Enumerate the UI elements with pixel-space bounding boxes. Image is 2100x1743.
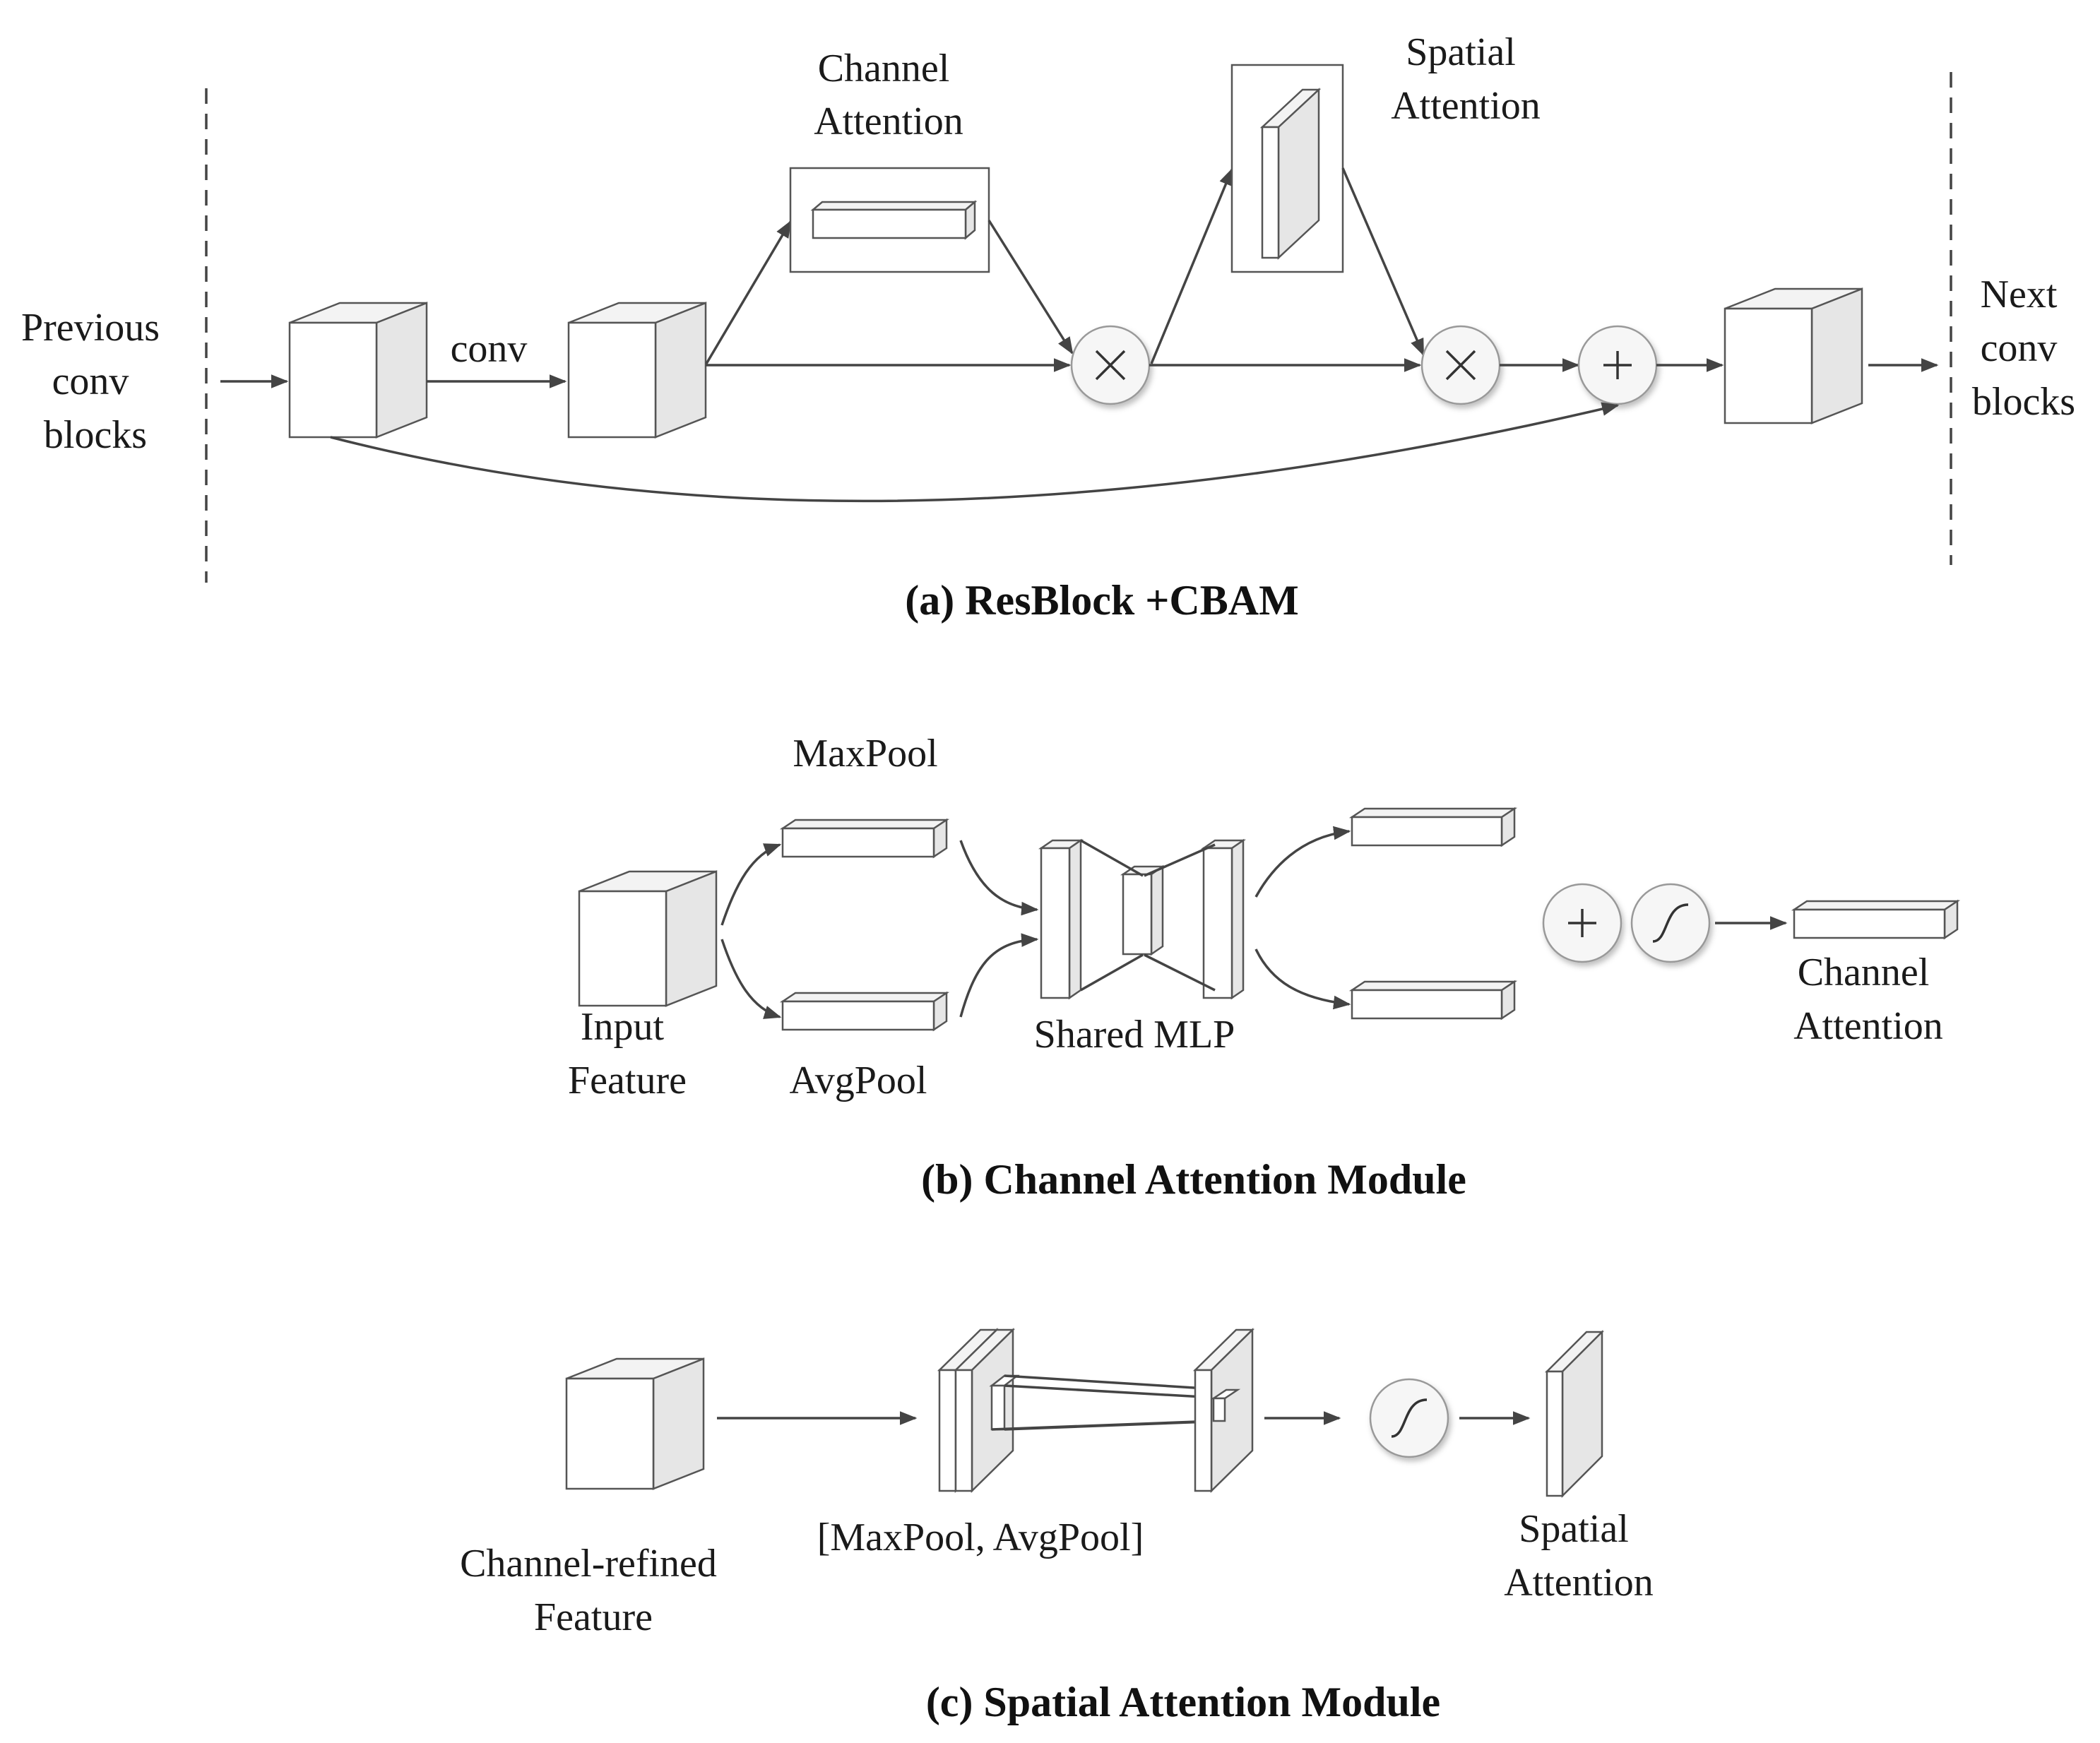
- spatial-attention-label: Spatial Attention: [1391, 30, 1541, 128]
- conv-label: conv: [451, 327, 528, 371]
- mlp-to-top-output-arrow: [1254, 826, 1351, 898]
- to-spatial-attention-arrow: [1150, 167, 1233, 364]
- panel-a: Previous conv blocks conv: [21, 30, 2075, 624]
- pooled-feature-maps: [937, 1328, 1020, 1493]
- spatial-attention-output-label: Spatial Attention: [1504, 1507, 1654, 1605]
- spatial-attention-map: [1544, 1329, 1605, 1499]
- residual-skip-arrow: [330, 402, 1620, 503]
- channel-attention-box: [789, 167, 990, 273]
- channel-refined-feature-label: Channel-refined Feature: [460, 1542, 727, 1639]
- channel-attention-output-label: Channel Attention: [1793, 951, 1943, 1048]
- mlp-output-vector-bottom: [1348, 980, 1518, 1021]
- multiply-icon: [1420, 325, 1501, 405]
- concat-pool-label: [MaxPool, AvgPool]: [817, 1516, 1144, 1559]
- output-feature-cube: [1724, 287, 1863, 424]
- shared-mlp: [1038, 838, 1247, 1000]
- spatial-attention-out-arrow: [1341, 167, 1425, 357]
- sigmoid-icon: [1630, 883, 1711, 963]
- next-conv-blocks-label: Next conv blocks: [1972, 273, 2075, 424]
- maxpool-label: MaxPool: [793, 732, 937, 775]
- maxpool-to-mlp-arrow: [959, 840, 1039, 916]
- channel-attention-label: Channel Attention: [814, 47, 963, 143]
- to-avgpool-arrow: [720, 939, 782, 1019]
- shared-mlp-label: Shared MLP: [1034, 1013, 1235, 1057]
- avgpool-label: AvgPool: [790, 1059, 927, 1102]
- maxpool-vector: [779, 818, 950, 859]
- spatial-attention-box: [1230, 64, 1344, 273]
- panel-b-caption: (b) Channel Attention Module: [921, 1156, 1466, 1203]
- previous-conv-blocks-label: Previous conv blocks: [21, 306, 170, 457]
- add-icon: [1542, 883, 1623, 963]
- conv-projection: [991, 1374, 1228, 1431]
- add-icon: [1577, 325, 1658, 405]
- to-channel-attention-arrow: [705, 220, 792, 364]
- avgpool-to-mlp-arrow: [959, 933, 1039, 1018]
- conv-output-map: [1192, 1328, 1255, 1493]
- channel-attention-out-arrow: [987, 220, 1074, 355]
- input-feature-cube-b: [578, 870, 718, 1007]
- channel-attention-vector: [1791, 899, 1961, 940]
- to-maxpool-arrow: [720, 843, 782, 926]
- multiply-icon: [1070, 325, 1151, 405]
- input-feature-label: Input Feature: [568, 1005, 687, 1102]
- sigmoid-icon: [1369, 1378, 1449, 1458]
- panel-b: Input Feature MaxPool AvgPool: [568, 732, 1961, 1203]
- mlp-to-bottom-output-arrow: [1254, 948, 1351, 1010]
- panel-c: Channel-refined Feature: [460, 1328, 1654, 1725]
- panel-c-caption: (c) Spatial Attention Module: [926, 1679, 1440, 1725]
- panel-a-caption: (a) ResBlock +CBAM: [905, 577, 1298, 624]
- conv-output-cube: [567, 302, 707, 439]
- channel-refined-feature-cube: [565, 1357, 705, 1490]
- avgpool-vector: [779, 991, 950, 1032]
- mlp-output-vector-top: [1348, 807, 1518, 847]
- input-feature-cube: [288, 302, 428, 439]
